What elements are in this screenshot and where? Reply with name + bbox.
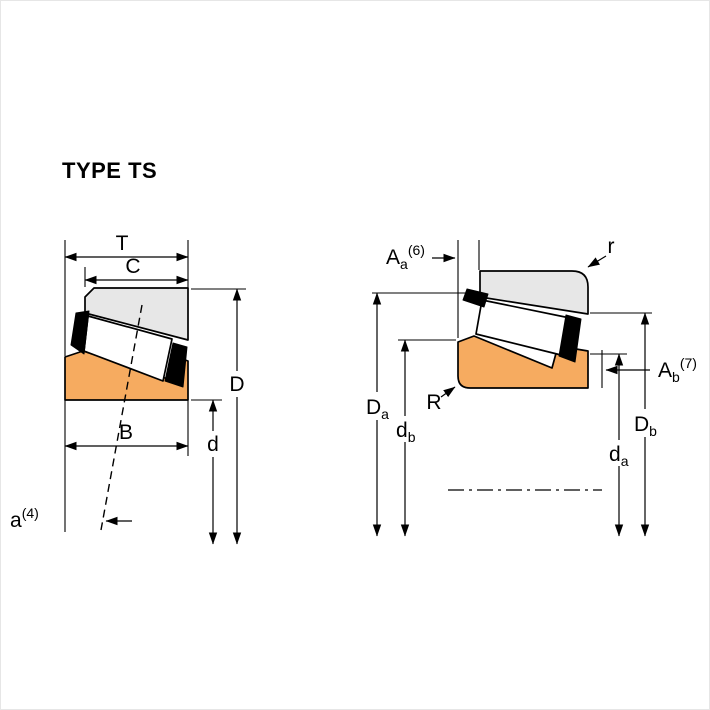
dimension-Da [362,292,479,537]
right-diagram: Aa(6) r Da db R Ab(7) [362,235,697,537]
dimension-C [84,267,189,287]
dim-label-R: R [426,391,441,414]
dim-label-db: db [396,419,416,445]
dimension-D [191,288,247,545]
dim-label-r: r [608,235,615,258]
dim-label-da: da [609,443,629,469]
dim-label-Aa: Aa(6) [386,242,425,272]
dimension-d [191,399,222,545]
left-diagram: T C B D d a(4) [10,232,247,545]
leader-r [587,255,607,268]
dim-label-Db: Db [634,413,657,439]
cup-outer-ring [479,270,589,315]
dim-label-B: B [119,421,133,444]
dim-label-T: T [116,232,129,255]
dim-label-d: d [207,433,219,456]
dim-label-a: a(4) [10,505,39,532]
dimension-db [392,339,456,537]
dim-label-C: C [125,255,140,278]
cage-back-section [164,342,188,388]
dim-label-Da: Da [366,396,389,422]
cage-front-section [70,310,90,355]
dim-label-D: D [229,373,244,396]
dimension-B [64,400,189,532]
dim-label-Ab: Ab(7) [658,355,697,385]
cage-back-section [558,314,582,363]
leader-R [440,386,456,398]
page-title: TYPE TS [62,158,157,183]
dimension-da [590,353,631,537]
cup-outer-ring [84,287,189,341]
dimension-Aa [432,240,480,338]
dimension-Db [590,312,660,537]
